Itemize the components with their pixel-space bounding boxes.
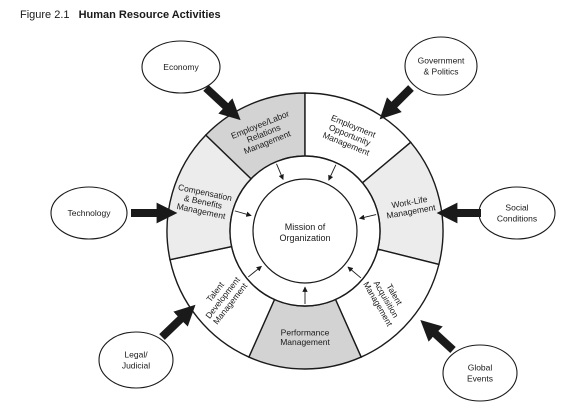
external-oval-technology [50, 186, 128, 240]
inner-arrow-work-life [359, 214, 377, 220]
segment-label-line: Performance [281, 327, 330, 337]
external-oval-economy [141, 40, 221, 94]
figure-title: Human Resource Activities [78, 9, 221, 21]
external-arrow-government [379, 85, 414, 120]
external-label-line: Global [468, 363, 493, 373]
external-label-government: Government& Politics [418, 56, 465, 77]
external-label-line: Economy [163, 62, 199, 72]
external-label-legal: Legal/Judicial [122, 350, 150, 371]
inner-arrow-employee-labor-relations [276, 163, 284, 180]
external-arrow-legal [159, 304, 196, 340]
segment-label-line: Management [280, 337, 330, 347]
external-oval-government [404, 36, 478, 96]
external-arrow-global [420, 319, 456, 353]
external-label-line: Events [467, 374, 493, 384]
segments-group: Employee/LaborRelationsManagementEmploym… [166, 92, 444, 370]
external-label-technology: Technology [67, 208, 111, 218]
inner-arrow-talent-acquisition [347, 266, 362, 279]
figure-number: Figure 2.1 [20, 9, 70, 21]
external-oval-legal [98, 331, 174, 389]
external-label-line: Legal/ [124, 350, 148, 360]
external-label-line: Judicial [122, 361, 150, 371]
external-label-line: & Politics [424, 67, 459, 77]
figure-caption: Figure 2.1 Human Resource Activities [20, 9, 221, 21]
external-label-line: Social [505, 203, 528, 213]
mission-label-line: Organization [279, 233, 330, 243]
inner-arrow-employment-opportunity [328, 164, 337, 181]
external-oval-global [442, 344, 518, 402]
mission-circle [252, 178, 358, 284]
external-label-line: Conditions [497, 214, 537, 224]
mission-label-line: Mission of [285, 222, 326, 232]
external-label-line: Government [418, 56, 465, 66]
inner-arrow-talent-development [247, 265, 262, 278]
external-label-economy: Economy [163, 62, 199, 72]
inner-arrow-compensation-benefits [234, 210, 252, 217]
inner-arrows-group [234, 163, 377, 304]
external-label-line: Technology [67, 208, 111, 218]
external-arrow-economy [203, 85, 241, 121]
